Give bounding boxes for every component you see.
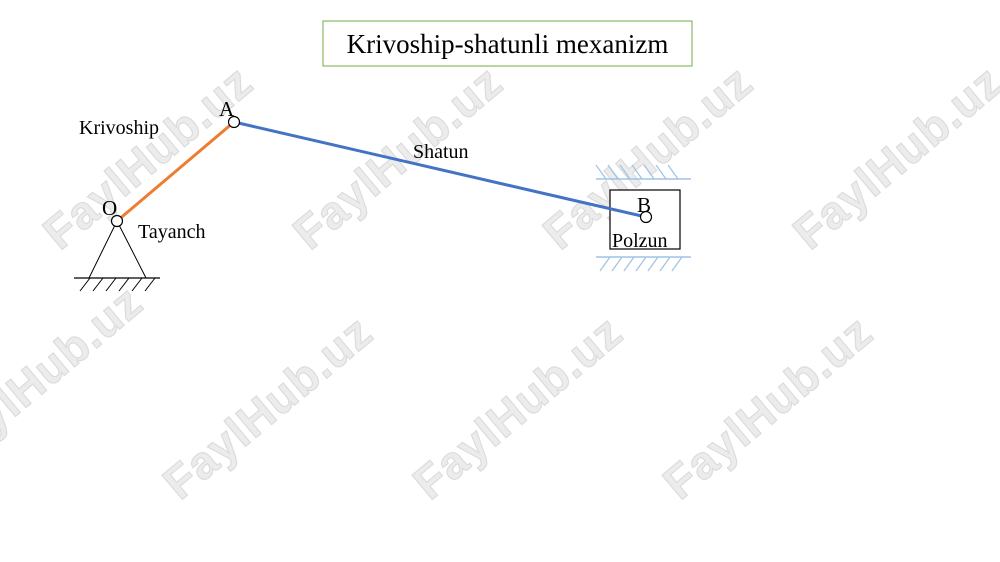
hatch-stroke xyxy=(607,164,619,180)
watermark: FaylHub.uz xyxy=(0,275,152,479)
watermark: FaylHub.uz xyxy=(783,55,1000,259)
title-box: Krivoship-shatunli mexanizm xyxy=(322,20,693,67)
title-frame xyxy=(322,20,693,67)
hatch-stroke xyxy=(647,256,659,272)
fixed-support xyxy=(74,219,160,292)
hatch-stroke xyxy=(118,277,130,292)
connecting-rod xyxy=(232,120,648,219)
slider-guide-top xyxy=(595,164,691,180)
watermark: FaylHub.uz xyxy=(283,55,512,259)
joint-a xyxy=(227,115,241,129)
point-label-o: O xyxy=(102,196,117,220)
point-label-a: A xyxy=(219,97,235,121)
hatch-stroke xyxy=(79,277,91,292)
hatch-stroke xyxy=(671,256,683,272)
label-shatun: Shatun xyxy=(413,141,469,163)
hatch-stroke xyxy=(595,164,607,180)
hatch-stroke xyxy=(643,164,655,180)
label-tayanch: Tayanch xyxy=(138,221,205,243)
hatch-stroke xyxy=(635,256,647,272)
label-polzun: Polzun xyxy=(612,230,668,252)
joint-o xyxy=(110,214,124,228)
hatch-stroke xyxy=(131,277,143,292)
hatch-stroke xyxy=(655,164,667,180)
hatch-stroke xyxy=(619,164,631,180)
watermark: FaylHub.uz xyxy=(403,305,632,509)
ground-hatch xyxy=(79,277,156,292)
watermark: FaylHub.uz xyxy=(653,305,882,509)
hatch-stroke xyxy=(631,164,643,180)
hatch-stroke xyxy=(611,256,623,272)
hatch-stroke xyxy=(92,277,104,292)
hatch-stroke xyxy=(144,277,156,292)
title-text: Krivoship-shatunli mexanizm xyxy=(347,29,669,59)
hatch-stroke xyxy=(667,164,679,180)
watermark: FaylHub.uz xyxy=(153,305,382,509)
slider-guide-bottom xyxy=(596,256,691,272)
hatch-stroke xyxy=(623,256,635,272)
label-krivoship: Krivoship xyxy=(79,117,159,139)
hatch-stroke xyxy=(599,256,611,272)
point-label-b: B xyxy=(637,193,651,217)
hatch-stroke xyxy=(659,256,671,272)
hatch-stroke xyxy=(105,277,117,292)
crank-link xyxy=(115,120,236,223)
joint-b xyxy=(639,210,653,224)
